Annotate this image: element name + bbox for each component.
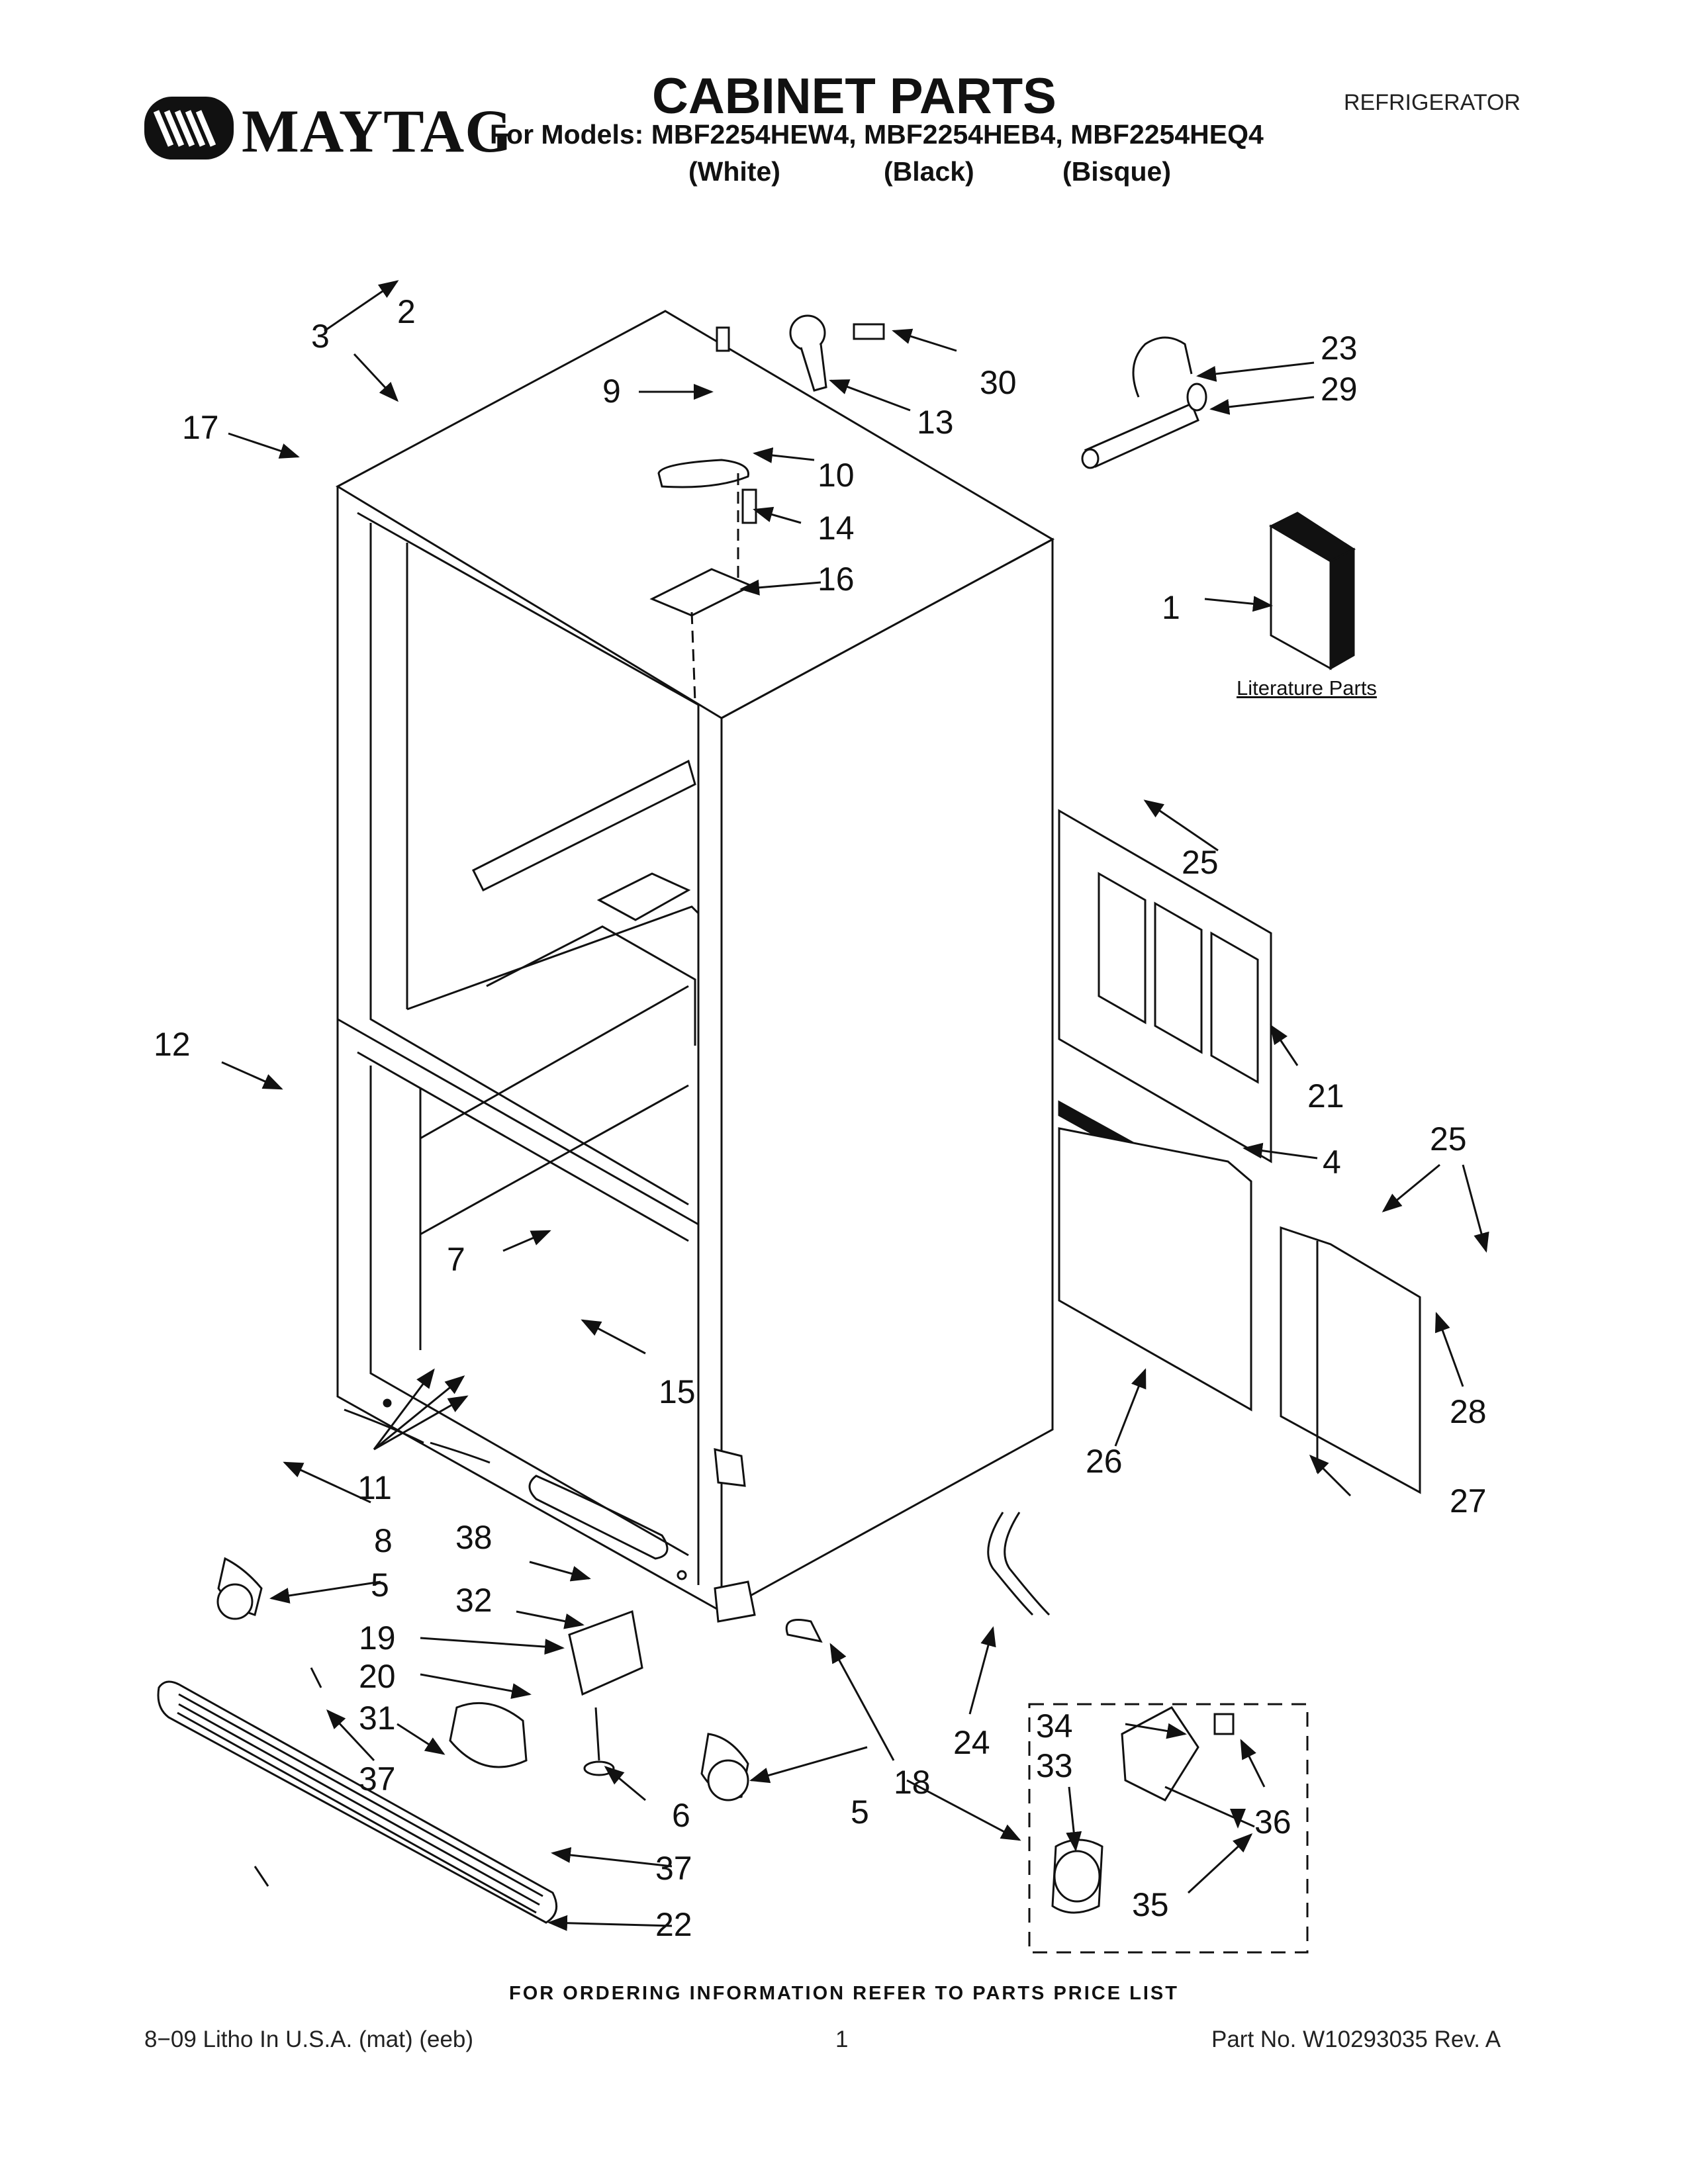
callout-32: 32: [455, 1582, 492, 1619]
callout-26: 26: [1086, 1443, 1123, 1480]
callout-24: 24: [953, 1724, 990, 1761]
brand-name: MAYTAG: [242, 97, 513, 165]
callout-6: 6: [672, 1797, 690, 1834]
callout-31: 31: [359, 1700, 396, 1737]
appliance-category: REFRIGERATOR: [1344, 90, 1521, 115]
callout-18: 18: [894, 1764, 931, 1801]
part-number: Part No. W10293035 Rev. A: [1211, 2026, 1501, 2052]
callout-10: 10: [818, 457, 855, 494]
callout-20: 20: [359, 1658, 396, 1695]
callout-5b: 5: [851, 1794, 869, 1831]
color-bisque: (Bisque): [1062, 156, 1171, 187]
callout-25b: 25: [1430, 1120, 1467, 1158]
callout-5a: 5: [371, 1567, 389, 1604]
callout-3: 3: [311, 318, 330, 355]
callout-35: 35: [1132, 1886, 1169, 1923]
ordering-info: FOR ORDERING INFORMATION REFER TO PARTS …: [509, 1983, 1179, 2004]
callout-23: 23: [1321, 330, 1358, 367]
callout-14: 14: [818, 510, 855, 547]
leveling-and-roller-parts: [216, 1448, 1255, 1914]
callout-15: 15: [659, 1373, 696, 1410]
callout-7: 7: [447, 1241, 465, 1278]
literature-parts-label: Literature Parts: [1237, 676, 1377, 700]
callout-8: 8: [374, 1522, 393, 1559]
page-number: 1: [835, 2026, 849, 2052]
callout-12: 12: [154, 1026, 191, 1063]
callout-17: 17: [182, 409, 219, 446]
callout-2: 2: [397, 293, 416, 330]
callout-29: 29: [1321, 371, 1358, 408]
callout-4: 4: [1323, 1144, 1341, 1181]
callout-1: 1: [1162, 589, 1180, 626]
callout-33: 33: [1036, 1747, 1073, 1784]
machine-compartment-cover: [1058, 809, 1421, 1494]
callout-36: 36: [1254, 1803, 1291, 1841]
models-line: For Models: MBF2254HEW4, MBF2254HEB4, MB…: [490, 119, 1264, 150]
literature-book: [1268, 512, 1356, 670]
maytag-logo-icon: [144, 97, 234, 159]
callout-19: 19: [359, 1619, 396, 1657]
callout-16: 16: [818, 561, 855, 598]
callout-13: 13: [917, 404, 954, 441]
callout-37b: 37: [655, 1850, 692, 1887]
cabinet-shell: [335, 310, 1055, 1614]
leader-lines: [221, 280, 1489, 1931]
callout-11: 11: [357, 1469, 392, 1506]
callout-30: 30: [980, 364, 1017, 401]
part-callouts: 2 3 17 9 10 14 16 13 30 23 29 1 25 12 21…: [154, 293, 1487, 1943]
callout-21: 21: [1307, 1077, 1344, 1115]
toe-grille: [157, 1667, 558, 1924]
callout-34: 34: [1036, 1707, 1073, 1745]
callout-25a: 25: [1182, 844, 1219, 881]
callout-28: 28: [1450, 1393, 1487, 1430]
page-title: CABINET PARTS: [652, 68, 1056, 124]
callout-27: 27: [1450, 1482, 1487, 1520]
callout-9: 9: [602, 373, 621, 410]
water-tube-assembly: [1081, 336, 1207, 469]
callout-38: 38: [455, 1519, 492, 1556]
callout-37a: 37: [359, 1760, 396, 1797]
color-black: (Black): [884, 156, 974, 187]
color-white: (White): [688, 156, 780, 187]
callout-22: 22: [655, 1906, 692, 1943]
litho-info: 8−09 Litho In U.S.A. (mat) (eeb): [144, 2026, 474, 2052]
